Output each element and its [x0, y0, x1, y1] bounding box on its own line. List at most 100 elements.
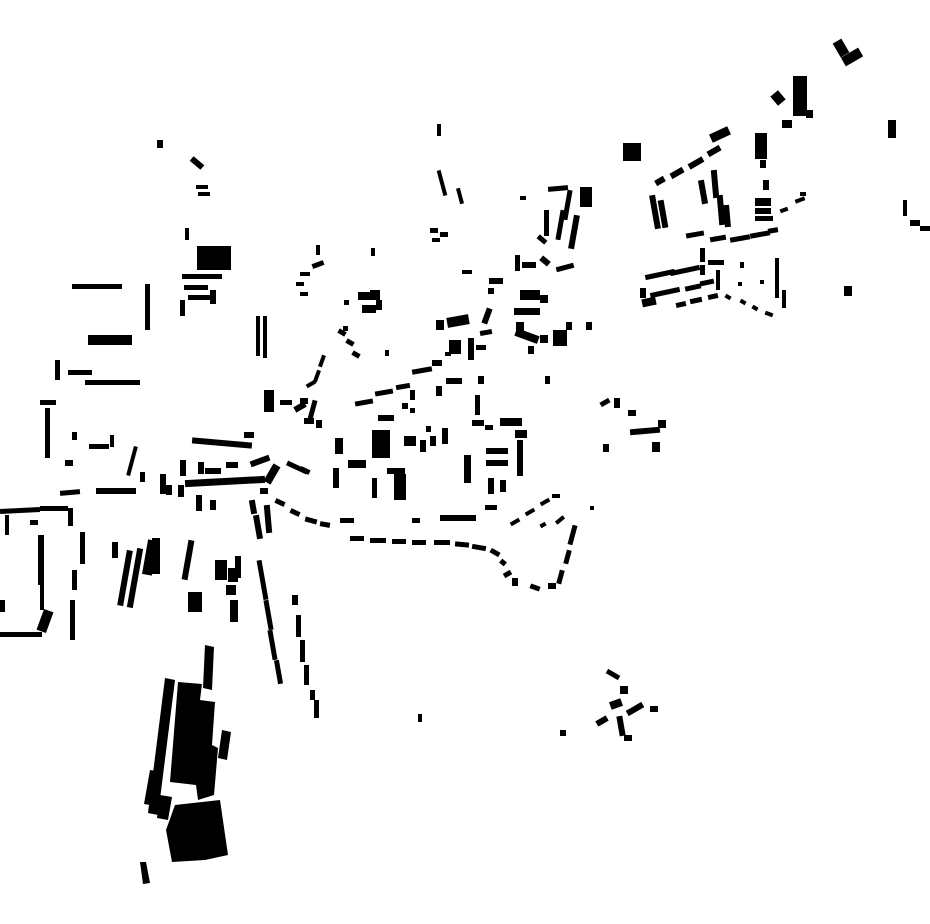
building	[196, 185, 208, 189]
building	[292, 595, 298, 605]
building	[806, 110, 813, 118]
building	[370, 290, 380, 300]
building	[170, 682, 218, 800]
building	[432, 238, 440, 242]
building	[181, 539, 195, 581]
building	[442, 428, 448, 444]
industrial-complex	[140, 645, 231, 884]
building	[500, 480, 506, 492]
building	[528, 346, 534, 354]
building	[779, 206, 789, 214]
building	[36, 608, 54, 634]
building	[590, 506, 594, 510]
building	[697, 179, 709, 205]
building	[580, 187, 592, 207]
building	[489, 547, 501, 558]
building	[454, 541, 470, 548]
building	[436, 320, 444, 330]
building	[166, 485, 172, 495]
building	[700, 248, 705, 262]
building	[426, 426, 431, 432]
building	[539, 255, 551, 267]
building	[515, 255, 520, 271]
building	[354, 398, 374, 407]
building	[310, 690, 315, 700]
building	[775, 258, 779, 298]
building	[793, 76, 807, 116]
building	[218, 730, 231, 760]
building	[249, 454, 271, 468]
building	[485, 425, 493, 430]
building	[555, 262, 575, 273]
building	[539, 497, 551, 507]
building	[89, 444, 109, 449]
building	[410, 408, 415, 413]
building	[148, 678, 175, 815]
building	[412, 540, 426, 545]
building	[188, 592, 202, 612]
building	[629, 426, 661, 436]
building	[599, 397, 611, 408]
building	[300, 398, 308, 404]
building	[210, 500, 216, 510]
building	[468, 338, 474, 360]
building	[410, 390, 415, 400]
building	[228, 568, 238, 582]
building	[267, 629, 278, 661]
building	[140, 862, 150, 884]
building	[348, 460, 366, 468]
building	[763, 180, 769, 190]
building	[652, 442, 660, 452]
building	[72, 570, 77, 590]
building	[649, 194, 661, 230]
building	[760, 160, 766, 168]
building	[333, 468, 339, 488]
building	[553, 330, 567, 346]
building	[140, 472, 145, 482]
building	[144, 770, 156, 805]
building	[30, 520, 38, 525]
building	[145, 284, 150, 330]
building	[539, 521, 547, 529]
building	[567, 524, 578, 546]
building	[343, 326, 348, 331]
building	[436, 169, 448, 197]
building	[182, 274, 222, 279]
building	[372, 478, 377, 498]
building	[649, 286, 681, 299]
building	[126, 445, 138, 477]
building	[840, 47, 864, 67]
building	[560, 730, 566, 736]
building	[296, 282, 304, 286]
building	[794, 196, 806, 204]
building	[755, 208, 771, 214]
building	[641, 296, 657, 308]
building	[724, 293, 732, 301]
building	[5, 515, 9, 535]
building	[708, 260, 724, 265]
building	[59, 489, 81, 496]
building	[707, 293, 719, 300]
building	[657, 199, 669, 229]
building	[445, 352, 451, 356]
building	[699, 278, 715, 287]
building	[215, 560, 227, 580]
building	[755, 133, 767, 159]
building	[760, 280, 764, 284]
building	[376, 300, 382, 310]
building	[418, 714, 422, 722]
building	[640, 288, 646, 298]
building	[436, 386, 442, 396]
building	[755, 216, 773, 221]
building	[235, 556, 241, 578]
building	[545, 376, 550, 384]
building	[669, 264, 701, 277]
building	[755, 198, 771, 206]
building	[304, 516, 318, 525]
building	[644, 268, 676, 281]
building	[449, 340, 461, 354]
building	[40, 400, 56, 405]
building	[72, 432, 77, 440]
building	[314, 700, 319, 718]
building	[311, 260, 325, 269]
